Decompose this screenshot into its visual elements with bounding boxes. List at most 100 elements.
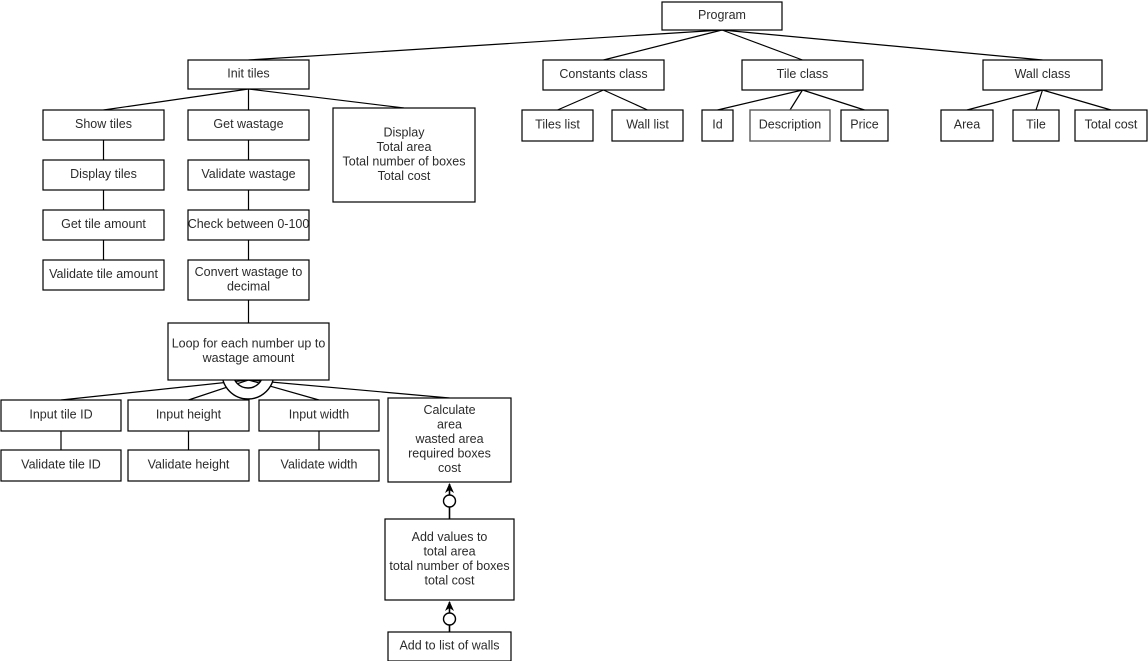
- edge-program-wall-class: [721, 29, 1043, 61]
- node-box-loop-wastage[interactable]: [167, 322, 330, 381]
- node-box-wall-list[interactable]: [611, 109, 684, 142]
- node-box-validate-tile-amount[interactable]: [42, 259, 165, 291]
- node-get-tile-amount[interactable]: Get tile amount: [42, 209, 165, 241]
- node-box-tiles-list[interactable]: [521, 109, 594, 142]
- node-box-convert-wastage[interactable]: [187, 259, 310, 301]
- node-label-init-tiles: Init tiles: [227, 67, 269, 81]
- node-constants-class[interactable]: Constants class: [542, 59, 665, 91]
- node-box-validate-width[interactable]: [258, 449, 380, 482]
- node-box-add-to-walls[interactable]: [387, 631, 512, 661]
- edge-loop-calculate: [248, 379, 450, 399]
- edges-layer: [60, 29, 1112, 632]
- edge-wall-class-total-cost: [1042, 89, 1112, 111]
- node-box-get-wastage[interactable]: [187, 109, 310, 141]
- node-box-input-width[interactable]: [258, 399, 380, 432]
- node-box-validate-wastage[interactable]: [187, 159, 310, 191]
- node-label-input-tile-id: Input tile ID: [29, 408, 92, 422]
- node-box-show-tiles[interactable]: [42, 109, 165, 141]
- node-label-show-tiles: Show tiles: [75, 117, 132, 131]
- node-tile-class[interactable]: Tile class: [741, 59, 864, 91]
- node-box-tile[interactable]: [1012, 109, 1060, 142]
- edge-constants-wall-list: [603, 89, 648, 111]
- node-box-init-tiles[interactable]: [187, 59, 310, 90]
- node-label-total-cost: Total cost: [1085, 118, 1138, 132]
- node-id[interactable]: Id: [701, 109, 734, 142]
- node-box-input-height[interactable]: [127, 399, 250, 432]
- node-box-input-tile-id[interactable]: [0, 399, 122, 432]
- node-input-height[interactable]: Input height: [127, 399, 250, 432]
- edge-program-constants: [603, 29, 723, 61]
- node-box-display-summary[interactable]: [332, 107, 476, 203]
- node-box-validate-height[interactable]: [127, 449, 250, 482]
- node-box-program[interactable]: [661, 1, 783, 31]
- node-label-add-to-walls: Add to list of walls: [399, 639, 499, 653]
- edge-tile-class-description: [789, 89, 804, 111]
- node-tiles-list[interactable]: Tiles list: [521, 109, 594, 142]
- node-box-calculate[interactable]: [387, 397, 512, 483]
- node-label-wall-class: Wall class: [1015, 67, 1071, 81]
- node-total-cost[interactable]: Total cost: [1074, 109, 1148, 142]
- node-box-price[interactable]: [840, 109, 889, 142]
- node-tile[interactable]: Tile: [1012, 109, 1060, 142]
- node-box-id[interactable]: [701, 109, 734, 142]
- node-wall-list[interactable]: Wall list: [611, 109, 684, 142]
- node-label-validate-tile-id: Validate tile ID: [21, 458, 101, 472]
- node-box-description[interactable]: [749, 109, 831, 142]
- node-program[interactable]: Program: [661, 1, 783, 31]
- node-validate-wastage[interactable]: Validate wastage: [187, 159, 310, 191]
- node-box-check-between[interactable]: [187, 209, 310, 241]
- node-validate-tile-amount[interactable]: Validate tile amount: [42, 259, 165, 291]
- node-label-display-tiles: Display tiles: [70, 167, 137, 181]
- node-label-id: Id: [712, 118, 722, 132]
- node-validate-width[interactable]: Validate width: [258, 449, 380, 482]
- node-box-get-tile-amount[interactable]: [42, 209, 165, 241]
- node-box-tile-class[interactable]: [741, 59, 864, 91]
- node-label-tile: Tile: [1026, 118, 1046, 132]
- node-box-area[interactable]: [940, 109, 994, 142]
- node-input-width[interactable]: Input width: [258, 399, 380, 432]
- node-box-validate-tile-id[interactable]: [0, 449, 122, 482]
- node-check-between[interactable]: Check between 0-100: [187, 209, 310, 241]
- node-box-add-values[interactable]: [384, 518, 515, 601]
- node-show-tiles[interactable]: Show tiles: [42, 109, 165, 141]
- node-input-tile-id[interactable]: Input tile ID: [0, 399, 122, 432]
- node-description[interactable]: Description: [749, 109, 831, 142]
- node-box-constants-class[interactable]: [542, 59, 665, 91]
- node-label-price: Price: [850, 118, 879, 132]
- edge-loop-input-tile-id: [60, 379, 249, 401]
- node-validate-tile-id[interactable]: Validate tile ID: [0, 449, 122, 482]
- node-validate-height[interactable]: Validate height: [127, 449, 250, 482]
- node-label-description: Description: [759, 118, 822, 132]
- node-area[interactable]: Area: [940, 109, 994, 142]
- node-price[interactable]: Price: [840, 109, 889, 142]
- edge-tile-class-id: [717, 89, 803, 111]
- node-box-total-cost[interactable]: [1074, 109, 1148, 142]
- node-label-area: Area: [954, 118, 980, 132]
- edge-wall-class-area: [966, 89, 1043, 111]
- node-label-validate-height: Validate height: [148, 458, 230, 472]
- node-box-wall-class[interactable]: [982, 59, 1103, 91]
- node-wall-class[interactable]: Wall class: [982, 59, 1103, 91]
- node-add-to-walls[interactable]: Add to list of walls: [387, 631, 512, 661]
- node-label-constants-class: Constants class: [559, 67, 647, 81]
- edge-loop-input-height: [188, 379, 249, 401]
- edge-addwalls-addvalues: [442, 601, 457, 632]
- node-display-tiles[interactable]: Display tiles: [42, 159, 165, 191]
- edge-init-show-tiles: [103, 88, 249, 111]
- node-get-wastage[interactable]: Get wastage: [187, 109, 310, 141]
- node-init-tiles[interactable]: Init tiles: [187, 59, 310, 90]
- node-label-input-height: Input height: [156, 408, 222, 422]
- node-box-display-tiles[interactable]: [42, 159, 165, 191]
